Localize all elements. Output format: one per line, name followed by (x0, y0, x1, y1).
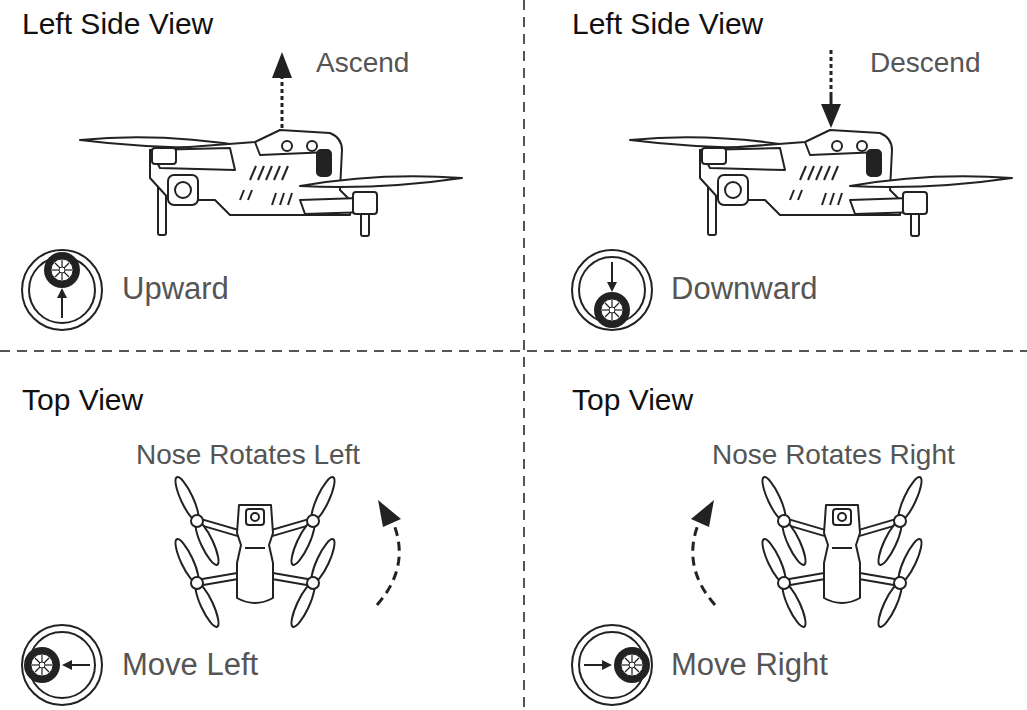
stick-label: Upward (122, 272, 229, 306)
stick-label: Move Right (671, 648, 828, 682)
motion-label: Nose Rotates Left (136, 440, 360, 471)
view-title: Left Side View (572, 7, 763, 40)
view-title: Left Side View (22, 7, 213, 40)
motion-label: Descend (870, 48, 981, 79)
motion-label: Ascend (316, 48, 409, 79)
stick-label: Move Left (122, 648, 258, 682)
view-title: Top View (572, 383, 693, 416)
stick-label: Downward (671, 272, 817, 306)
motion-label: Nose Rotates Right (712, 440, 955, 471)
view-title: Top View (22, 383, 143, 416)
